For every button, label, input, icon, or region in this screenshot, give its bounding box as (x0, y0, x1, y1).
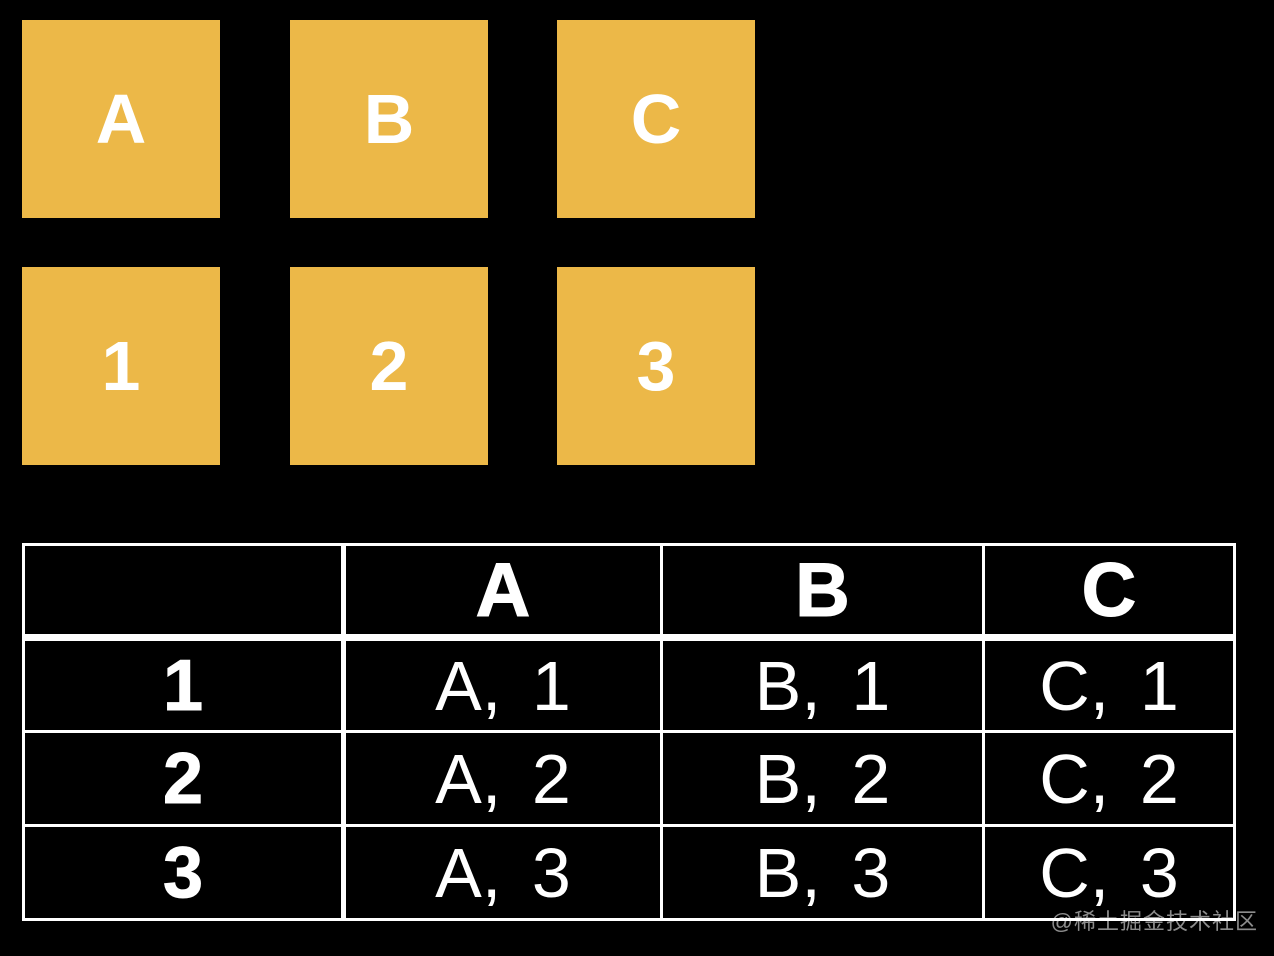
table-row: 1 A, 1 B, 1 C, 1 (22, 636, 1236, 733)
column-header-a: A (342, 543, 663, 641)
cell-a3: A, 3 (342, 824, 663, 921)
matrix-table: A B C 1 A, 1 B, 1 C, 1 2 A, 2 B, 2 C, 2 (22, 543, 1236, 921)
square-letter-c: C (557, 20, 755, 218)
square-letter-b: B (290, 20, 488, 218)
cell-a1: A, 1 (342, 636, 663, 733)
square-letter-c-label: C (630, 80, 682, 158)
table-row: 2 A, 2 B, 2 C, 2 (22, 730, 1236, 827)
table-row: 3 A, 3 B, 3 C, 3 (22, 824, 1236, 921)
corner-cell (22, 543, 346, 641)
column-header-b: B (660, 543, 985, 641)
square-number-2-label: 2 (369, 327, 409, 405)
watermark-text: @稀土掘金技术社区 (1050, 909, 1258, 934)
row-header-2: 2 (22, 730, 346, 827)
square-number-3: 3 (557, 267, 755, 465)
square-number-3-label: 3 (636, 327, 676, 405)
cell-b2: B, 2 (660, 730, 985, 827)
square-number-1: 1 (22, 267, 220, 465)
square-letter-a: A (22, 20, 220, 218)
combination-table: A B C 1 A, 1 B, 1 C, 1 2 A, 2 B, 2 C, 2 (22, 543, 1236, 921)
cell-b1: B, 1 (660, 636, 985, 733)
square-letter-a-label: A (95, 80, 147, 158)
cell-a2: A, 2 (342, 730, 663, 827)
square-number-1-label: 1 (101, 327, 141, 405)
cell-b3: B, 3 (660, 824, 985, 921)
square-number-2: 2 (290, 267, 488, 465)
cell-c3: C, 3 (982, 824, 1236, 921)
row-header-1: 1 (22, 636, 346, 733)
cell-c2: C, 2 (982, 730, 1236, 827)
square-letter-b-label: B (363, 80, 415, 158)
row-header-3: 3 (22, 824, 346, 921)
cell-c1: C, 1 (982, 636, 1236, 733)
column-header-c: C (982, 543, 1236, 641)
table-header-row: A B C (22, 543, 1236, 641)
